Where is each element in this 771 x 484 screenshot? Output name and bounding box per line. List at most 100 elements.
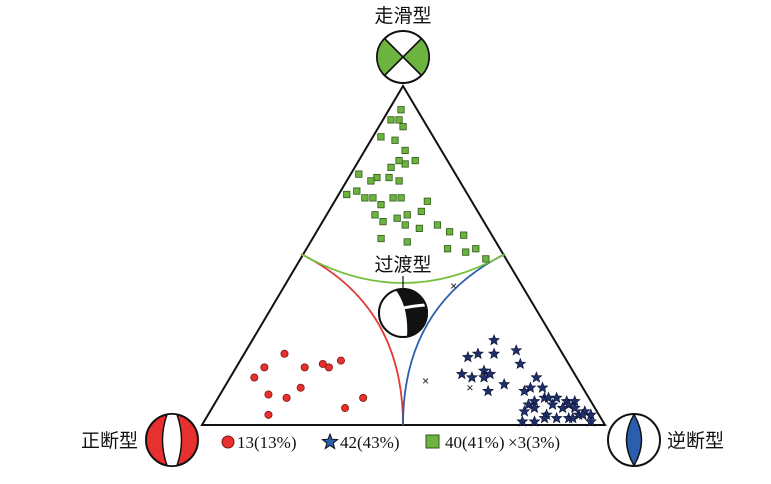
point-strike-slip [377,201,385,209]
series-other [422,283,473,391]
point-reverse [461,350,474,363]
point-strike-slip [369,194,377,202]
point-strike-slip [389,194,397,202]
point-reverse [522,398,535,410]
point-reverse [524,381,537,393]
boundary-normal [300,253,404,426]
point-normal [318,359,327,368]
point-reverse [546,398,559,410]
point-strike-slip [433,221,442,229]
legend-reverse-label: 42(43%) [340,433,399,452]
point-strike-slip [399,123,407,131]
point-reverse [510,344,523,356]
point-reverse [550,411,563,424]
point-strike-slip [379,217,387,226]
point-reverse [584,408,597,420]
point-reverse [568,401,581,414]
point-reverse [518,405,531,417]
point-strike-slip [403,211,411,219]
point-reverse [455,367,468,380]
point-strike-slip [401,160,409,168]
point-strike-slip [482,255,490,263]
point-reverse [584,415,597,427]
point-reverse [556,401,569,414]
boundary-reverse [402,253,506,426]
point-reverse [528,415,541,427]
point-strike-slip [462,248,470,256]
point-normal [282,393,291,402]
point-strike-slip [387,163,395,171]
point-strike-slip [395,156,403,165]
point-strike-slip [401,221,409,229]
point-reverse [566,411,579,424]
legend-reverse-marker [321,432,339,450]
point-strike-slip [377,234,385,243]
point-strike-slip [401,146,409,155]
series-normal [250,349,368,419]
point-strike-slip [460,231,468,239]
point-reverse [538,411,551,424]
point-reverse [562,398,575,410]
point-reverse [530,371,543,383]
legend-normal-label: 13(13%) [237,433,296,452]
beachball-transitional-icon [378,288,428,338]
point-strike-slip [417,207,425,216]
legend: 13(13%) 42(43%) 40(41%) ×3(3%) [221,432,560,452]
point-strike-slip [353,187,361,195]
point-strike-slip [395,116,403,124]
label-transitional: 过渡型 [374,254,431,276]
point-strike-slip [361,194,369,202]
point-strike-slip [445,228,454,236]
point-normal [341,404,350,413]
point-reverse [536,381,549,393]
point-normal [260,363,269,372]
point-normal [250,373,259,382]
point-strike-slip [397,106,405,114]
point-other [450,283,457,289]
point-reverse [488,347,501,359]
beachball-normal-icon [145,413,199,467]
legend-strike-slip-marker [425,434,440,449]
point-normal [300,363,309,372]
point-reverse [498,377,511,390]
point-strike-slip [443,245,452,253]
point-strike-slip [403,238,411,246]
point-reverse [542,391,555,403]
label-normal: 正断型 [81,430,138,452]
point-strike-slip [385,173,393,182]
point-normal [336,356,345,365]
point-other [467,384,473,391]
point-strike-slip [397,194,405,202]
point-reverse [516,415,529,427]
beachball-strike-slip-icon [376,30,430,84]
point-strike-slip [393,214,401,222]
legend-other-label: ×3(3%) [508,433,560,452]
point-strike-slip [371,211,379,219]
point-reverse [471,347,484,359]
point-strike-slip [343,190,351,199]
series-reverse [455,334,597,427]
point-strike-slip [415,224,423,232]
point-reverse [488,334,501,346]
series-strike-slip [343,106,490,263]
point-normal [264,390,273,399]
point-reverse [465,371,478,383]
point-strike-slip [387,116,395,124]
legend-normal-marker [221,435,235,449]
label-strike-slip: 走滑型 [374,5,431,27]
point-strike-slip [391,136,399,144]
point-normal [296,383,305,392]
label-reverse: 逆断型 [667,430,724,452]
point-normal [280,349,289,358]
point-strike-slip [367,177,375,185]
point-reverse [484,367,497,380]
point-normal [264,410,273,419]
point-reverse [518,384,531,397]
point-normal [324,363,333,372]
point-normal [359,393,368,402]
point-strike-slip [411,156,419,165]
point-strike-slip [423,197,431,205]
point-reverse [514,357,527,370]
point-strike-slip [395,177,403,185]
